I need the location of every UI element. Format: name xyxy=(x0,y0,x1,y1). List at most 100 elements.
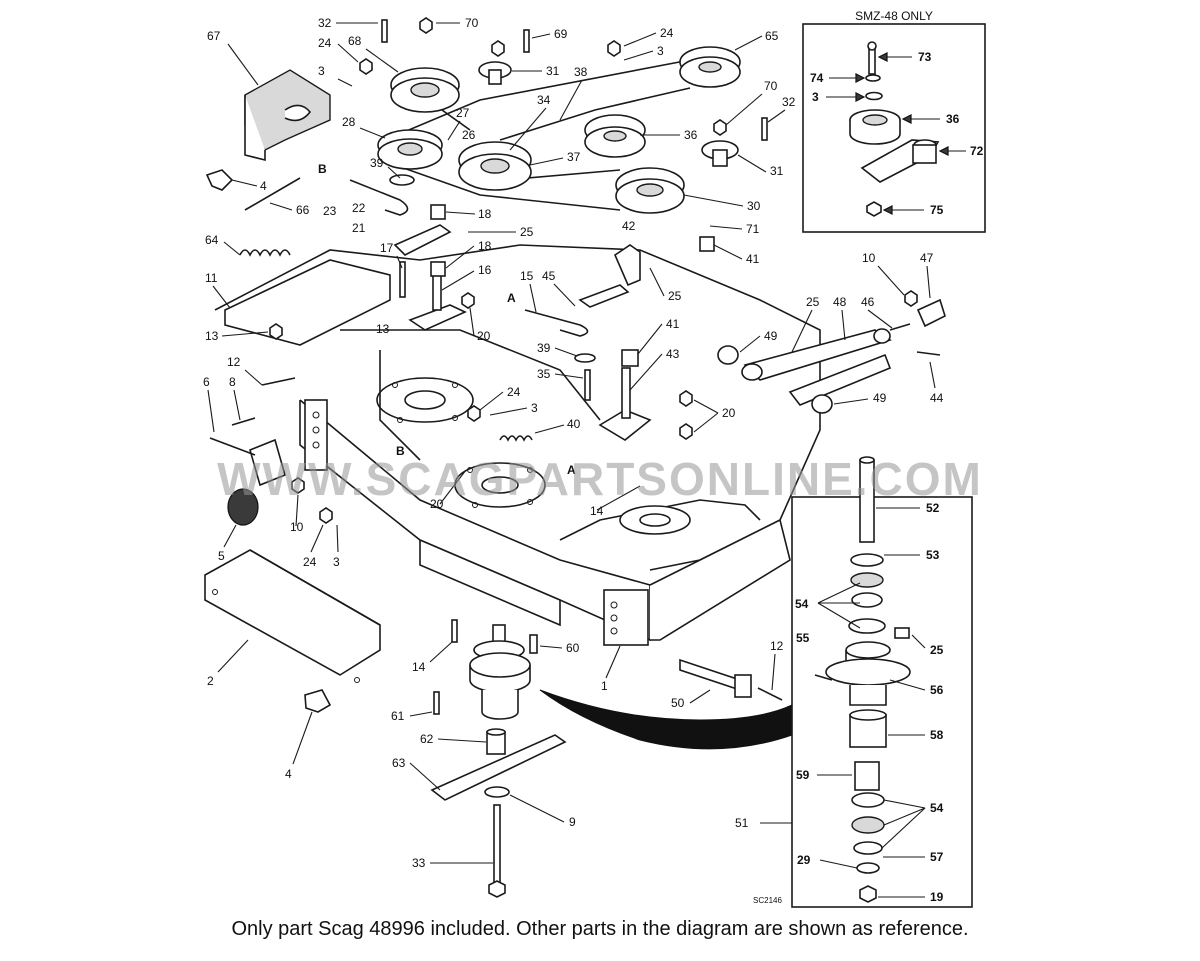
callout-39-lower: 39 xyxy=(537,341,551,355)
callout-24-mid: 24 xyxy=(507,385,521,399)
callout-28: 28 xyxy=(342,115,356,129)
callout-25: 25 xyxy=(520,225,534,239)
callout-31-right: 31 xyxy=(770,164,784,178)
callout-42: 42 xyxy=(622,219,636,233)
inset-spindle: 52 53 54 55 25 56 58 59 54 57 29 19 51 S… xyxy=(735,456,973,908)
callout-71: 71 xyxy=(746,222,760,236)
callout-3-mid: 3 xyxy=(531,401,538,415)
belt-shield xyxy=(244,69,331,162)
callout-72: 72 xyxy=(970,144,984,158)
callout-40: 40 xyxy=(567,417,581,431)
callout-56: 56 xyxy=(930,683,944,697)
callout-B: B xyxy=(318,162,327,176)
callout-25-right: 25 xyxy=(806,295,820,309)
callout-13: 13 xyxy=(205,329,219,343)
callout-11: 11 xyxy=(205,271,218,285)
callout-31: 31 xyxy=(546,64,560,78)
inset-title: SMZ-48 ONLY xyxy=(855,9,933,23)
callout-3-lower: 3 xyxy=(333,555,340,569)
callout-34: 34 xyxy=(537,93,551,107)
callout-61: 61 xyxy=(391,709,405,723)
callout-43: 43 xyxy=(666,347,680,361)
left-hardware xyxy=(205,17,768,526)
callout-48: 48 xyxy=(833,295,847,309)
callout-20-lower: 20 xyxy=(430,497,444,511)
callout-25: 25 xyxy=(930,643,944,657)
callout-4-lower: 4 xyxy=(285,767,292,781)
callout-57: 57 xyxy=(930,850,944,864)
callout-14-lower: 14 xyxy=(412,660,426,674)
callout-75: 75 xyxy=(930,203,944,217)
callout-41-lower: 41 xyxy=(666,317,680,331)
callouts-bottom: 60 14 2 1 12 50 61 62 4 63 9 33 xyxy=(207,639,784,870)
mower-deck xyxy=(214,244,821,646)
callout-26: 26 xyxy=(462,128,476,142)
caption: Only part Scag 48996 included. Other par… xyxy=(231,918,969,940)
callouts-lower-left: 6 8 B 20 A 14 10 24 3 5 xyxy=(203,375,604,569)
callout-69: 69 xyxy=(554,27,568,41)
callout-49-lower: 49 xyxy=(873,391,887,405)
callout-33: 33 xyxy=(412,856,426,870)
callout-19: 19 xyxy=(930,890,944,904)
callout-39: 39 xyxy=(370,156,384,170)
callout-24: 24 xyxy=(660,26,674,40)
callout-14: 14 xyxy=(590,504,604,518)
callout-1: 1 xyxy=(601,679,608,693)
callout-51: 51 xyxy=(735,816,749,830)
callout-65: 65 xyxy=(765,29,779,43)
callout-67: 67 xyxy=(207,29,221,43)
callout-36: 36 xyxy=(946,112,960,126)
callout-38: 38 xyxy=(574,65,588,79)
callout-21: 21 xyxy=(352,221,366,235)
callout-64: 64 xyxy=(205,233,219,247)
callout-16: 16 xyxy=(478,263,492,277)
callout-20: 20 xyxy=(477,329,491,343)
callout-54-lower: 54 xyxy=(930,801,944,815)
callout-3: 3 xyxy=(812,90,819,104)
callout-10-lower: 10 xyxy=(290,520,304,534)
callout-4: 4 xyxy=(260,179,267,193)
callout-49: 49 xyxy=(764,329,778,343)
callout-68: 68 xyxy=(348,34,362,48)
callout-32: 32 xyxy=(318,16,332,30)
callouts-top: 32 70 69 24 3 65 67 24 68 31 38 3 34 70 … xyxy=(207,16,796,213)
callout-52: 52 xyxy=(926,501,940,515)
callout-32-right: 32 xyxy=(782,95,796,109)
callout-3-left: 3 xyxy=(318,64,325,78)
callout-20-right: 20 xyxy=(722,406,736,420)
callout-12: 12 xyxy=(227,355,241,369)
callout-27: 27 xyxy=(456,106,470,120)
callout-35: 35 xyxy=(537,367,551,381)
drawing-code: SC2146 xyxy=(753,896,782,905)
callout-36: 36 xyxy=(684,128,698,142)
callout-74: 74 xyxy=(810,71,824,85)
callout-24-left: 24 xyxy=(318,36,332,50)
callout-A-lower: A xyxy=(567,463,576,477)
callout-A: A xyxy=(507,291,516,305)
callout-73: 73 xyxy=(918,50,932,64)
callout-58: 58 xyxy=(930,728,944,742)
callout-B-lower: B xyxy=(396,444,405,458)
callout-9: 9 xyxy=(569,815,576,829)
callout-23: 23 xyxy=(323,204,337,218)
callout-63: 63 xyxy=(392,756,406,770)
callout-47: 47 xyxy=(920,251,934,265)
leader-lines xyxy=(207,22,936,864)
callout-24-lower: 24 xyxy=(303,555,317,569)
callouts-mid-left: 4 66 39 23 B 22 18 25 21 18 71 64 17 16 … xyxy=(205,156,760,415)
callout-15: 15 xyxy=(520,269,534,283)
inset-smz48: SMZ-48 ONLY 73 74 3 xyxy=(802,9,986,233)
callout-70: 70 xyxy=(465,16,479,30)
callout-12-lower: 12 xyxy=(770,639,784,653)
pulley-drive xyxy=(377,46,741,214)
callout-44: 44 xyxy=(930,391,944,405)
callout-29: 29 xyxy=(797,853,811,867)
callout-18-lower: 18 xyxy=(478,239,492,253)
callouts-right: 10 47 25 48 46 49 49 44 20 40 xyxy=(567,251,944,431)
callout-66: 66 xyxy=(296,203,310,217)
callout-70-right: 70 xyxy=(764,79,778,93)
callout-62: 62 xyxy=(420,732,434,746)
callout-2: 2 xyxy=(207,674,214,688)
callout-22: 22 xyxy=(352,201,366,215)
